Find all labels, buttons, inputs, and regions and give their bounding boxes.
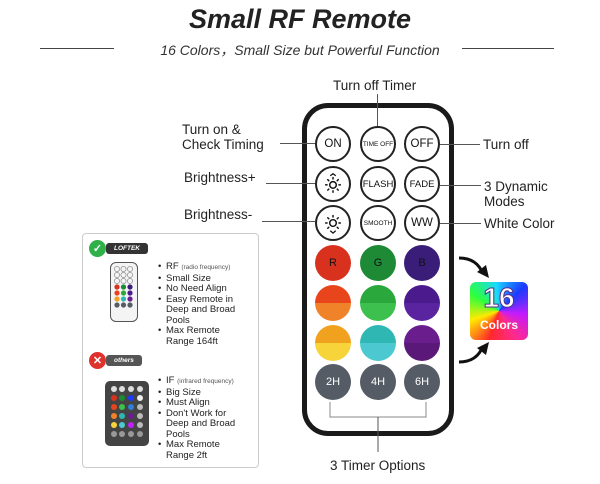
ww-button[interactable]: WW	[404, 205, 440, 241]
fade-button[interactable]: FADE	[404, 166, 440, 202]
callout-turn-on-line2: Check Timing	[182, 137, 264, 152]
list-item: Deep and Broad	[166, 304, 236, 315]
list-item: Range 2ft	[166, 449, 208, 461]
list-item: •Big Size	[158, 386, 201, 398]
page-subtitle: 16 Colors，Small Size but Powerful Functi…	[160, 42, 440, 58]
callout-turn-off-timer: Turn off Timer	[333, 78, 417, 93]
callout-brightness-down: Brightness-	[184, 207, 253, 222]
sixteen-colors-word: Colors	[479, 318, 518, 332]
callout-brightness-up: Brightness+	[184, 170, 256, 185]
list-item: •Max Remote	[158, 439, 220, 450]
flash-button[interactable]: FLASH	[360, 166, 396, 202]
rf-title: RF	[166, 261, 179, 272]
green-button[interactable]: G	[360, 245, 396, 281]
callout-turn-on-line1: Turn on &	[182, 122, 241, 137]
cross-mark-icon: ✕	[89, 352, 106, 369]
sixteen-colors-number: 16	[483, 282, 515, 313]
list-item: Pools	[166, 314, 190, 326]
timer-6h-button[interactable]: 6H	[404, 364, 440, 400]
rf-features-list: •RF (radio frequency) •Small Size •No Ne…	[158, 261, 258, 347]
time-off-button[interactable]: TIME OFF	[360, 126, 396, 162]
color-button-light-green[interactable]	[360, 285, 396, 321]
brightness-down-icon	[324, 214, 342, 234]
callout-dynamic-line2: Modes	[484, 194, 525, 209]
callout-line-white	[440, 223, 481, 224]
callout-line-on	[280, 143, 315, 144]
page-title: Small RF Remote	[188, 4, 412, 34]
rf-remote-thumbnail	[110, 262, 138, 322]
color-button-cyan[interactable]	[360, 325, 396, 361]
subtitle-rule-right	[462, 48, 554, 49]
red-button[interactable]: R	[315, 245, 351, 281]
list-item: •Easy Remote in	[158, 293, 234, 305]
list-item: Deep and Broad	[166, 418, 236, 429]
list-item: •No Need Align	[158, 283, 227, 294]
ir-remote-thumbnail	[105, 381, 149, 446]
callout-turn-off: Turn off	[483, 137, 529, 152]
callout-dynamic-line1: 3 Dynamic	[484, 179, 548, 194]
list-item: Pools	[166, 428, 190, 440]
callout-line-brightness-down	[262, 221, 315, 222]
ir-title: IF	[166, 375, 175, 386]
check-mark-icon: ✓	[89, 240, 106, 257]
on-button[interactable]: ON	[315, 126, 351, 162]
smooth-button[interactable]: SMOOTH	[360, 205, 396, 241]
callout-turn-on: Turn on & Check Timing	[182, 122, 282, 152]
sixteen-colors-tile	[470, 282, 528, 340]
list-item: •Must Align	[158, 397, 210, 408]
color-button-violet[interactable]	[404, 325, 440, 361]
list-item: •IF (infrared frequency)	[158, 375, 234, 386]
timer-bracket	[329, 402, 427, 452]
list-item: •Small Size	[158, 272, 211, 284]
list-item: •RF (radio frequency)	[158, 261, 231, 272]
timer-2h-button[interactable]: 2H	[315, 364, 351, 400]
callout-line-brightness-up	[266, 183, 315, 184]
brightness-up-icon	[324, 173, 342, 193]
list-item: •Don't Work for	[158, 407, 227, 419]
subtitle-rule-left	[40, 48, 114, 49]
off-button[interactable]: OFF	[404, 126, 440, 162]
callout-timer-options: 3 Timer Options	[330, 458, 426, 473]
callout-white-color: White Color	[484, 216, 555, 231]
rf-title-note: (radio frequency)	[181, 264, 231, 271]
callout-line-off	[440, 144, 480, 145]
ir-features-list: •IF (infrared frequency) •Big Size •Must…	[158, 375, 258, 461]
callout-line-timer	[377, 94, 378, 126]
color-button-purple[interactable]	[404, 285, 440, 321]
color-button-yellow[interactable]	[315, 325, 351, 361]
list-item: Range 164ft	[166, 335, 218, 347]
timer-4h-button[interactable]: 4H	[360, 364, 396, 400]
brightness-up-button[interactable]	[315, 166, 351, 202]
brightness-down-button[interactable]	[315, 205, 351, 241]
arrow-up-right-icon	[458, 342, 489, 364]
color-button-orange[interactable]	[315, 285, 351, 321]
list-item: •Max Remote	[158, 325, 220, 336]
arrow-down-right-icon	[458, 256, 489, 278]
blue-button[interactable]: B	[404, 245, 440, 281]
loftek-tag: LOFTEK	[106, 243, 148, 254]
callout-line-dynamic	[440, 185, 481, 186]
others-tag: others	[106, 355, 142, 366]
callout-dynamic-modes: 3 Dynamic Modes	[484, 179, 548, 209]
ir-title-note: (infrared frequency)	[177, 378, 234, 385]
